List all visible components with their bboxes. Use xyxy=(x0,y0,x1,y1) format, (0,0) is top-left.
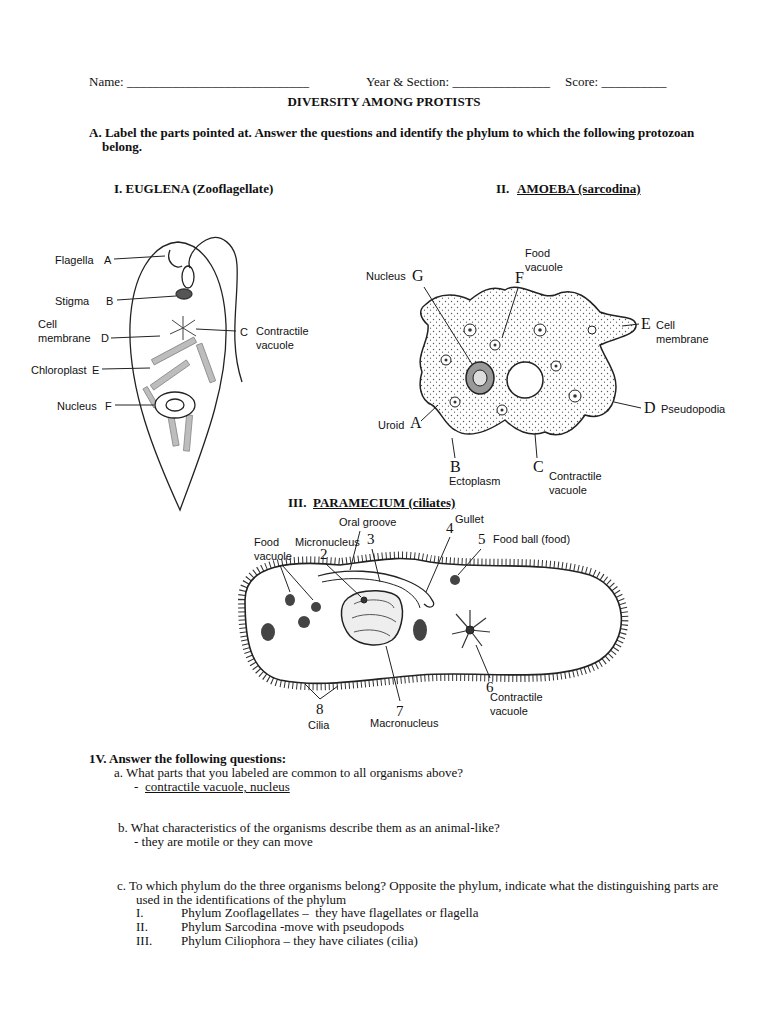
question: a. What parts that you labeled are commo… xyxy=(114,766,463,780)
section-heading: III. xyxy=(288,496,306,510)
section-heading: II. xyxy=(496,182,509,196)
part-label: Cell membrane xyxy=(656,318,724,346)
worksheet-title: DIVERSITY AMONG PROTISTS xyxy=(0,94,768,110)
part-label: Stigma xyxy=(55,294,89,308)
callout-letter: E xyxy=(92,363,99,377)
section-heading: AMOEBA (sarcodina) xyxy=(517,182,641,196)
answer: - xyxy=(134,780,138,794)
section-heading: PARAMECIUM (ciliates) xyxy=(313,496,455,510)
part-label: Gullet xyxy=(455,512,484,526)
callout-letter: F xyxy=(105,399,112,413)
amoeba-figure xyxy=(420,287,636,435)
callout-letter: B xyxy=(106,294,113,308)
part-label: Ectoplasm xyxy=(449,474,500,488)
part-label: Contractile vacuole xyxy=(549,469,621,497)
part-label: Nucleus xyxy=(366,269,406,283)
name-field: Name: ____________________________ xyxy=(89,75,309,89)
part-label: Food vacuole xyxy=(525,246,577,274)
amoeba-leaders xyxy=(421,287,641,458)
callout-number: 3 xyxy=(367,532,375,547)
callout-letter: A xyxy=(410,415,422,431)
callout-number: 2 xyxy=(320,547,328,562)
list-number: I. xyxy=(136,906,144,920)
callout-letter: F xyxy=(515,270,524,286)
part-label: Nucleus xyxy=(57,399,97,413)
list-number: II. xyxy=(136,920,148,934)
callout-number: 4 xyxy=(446,521,454,536)
part-label: Pseudopodia xyxy=(661,402,725,416)
section-field: Year & Section: _______________ xyxy=(366,75,550,89)
part-label: Contractile vacuole xyxy=(490,690,562,718)
answer: - they are motile or they can move xyxy=(134,835,313,849)
part-label: Food ball (food) xyxy=(493,532,570,546)
callout-number: 5 xyxy=(478,532,486,547)
callout-letter: B xyxy=(450,459,461,475)
part-label: Flagella xyxy=(55,253,94,267)
answer: Phylum Sarcodina -move with pseudopods xyxy=(181,920,404,934)
callout-letter: C xyxy=(533,459,544,475)
paramecium-figure xyxy=(245,559,621,684)
callout-letter: D xyxy=(101,331,109,345)
part-label: Macronucleus xyxy=(370,716,438,730)
euglena-figure xyxy=(130,238,242,510)
callout-letter: E xyxy=(641,316,651,332)
score-field: Score: __________ xyxy=(565,75,666,89)
answer: Phylum Zooflagellates – they have flagel… xyxy=(181,906,478,920)
callout-letter: C xyxy=(240,325,248,339)
part-label: Chloroplast xyxy=(31,363,87,377)
section-heading: I. EUGLENA (Zooflagellate) xyxy=(114,182,273,196)
answer: Phylum Ciliophora – they have ciliates (… xyxy=(181,934,418,948)
callout-number: 7 xyxy=(396,704,404,719)
part-label: Oral groove xyxy=(339,515,396,529)
paramecium-leaders xyxy=(280,531,490,701)
question: b. What characteristics of the organisms… xyxy=(118,821,500,835)
question: c. To which phylum do the three organism… xyxy=(117,879,726,907)
part-label: Contractile vacuole xyxy=(256,324,328,352)
callout-number: 8 xyxy=(316,702,324,717)
list-number: III. xyxy=(136,934,152,948)
euglena-leaders xyxy=(102,256,236,405)
callout-letter: G xyxy=(412,268,424,284)
part-label: Uroid xyxy=(378,418,404,432)
answer: contractile vacuole, nucleus xyxy=(145,780,290,794)
section-heading: 1V. Answer the following questions: xyxy=(89,752,286,766)
part-label: Cilia xyxy=(308,718,329,732)
instruction: A. Label the parts pointed at. Answer th… xyxy=(89,126,697,154)
callout-letter: D xyxy=(644,400,656,416)
part-label: Cell membrane xyxy=(38,317,90,345)
callout-letter: A xyxy=(104,253,111,267)
